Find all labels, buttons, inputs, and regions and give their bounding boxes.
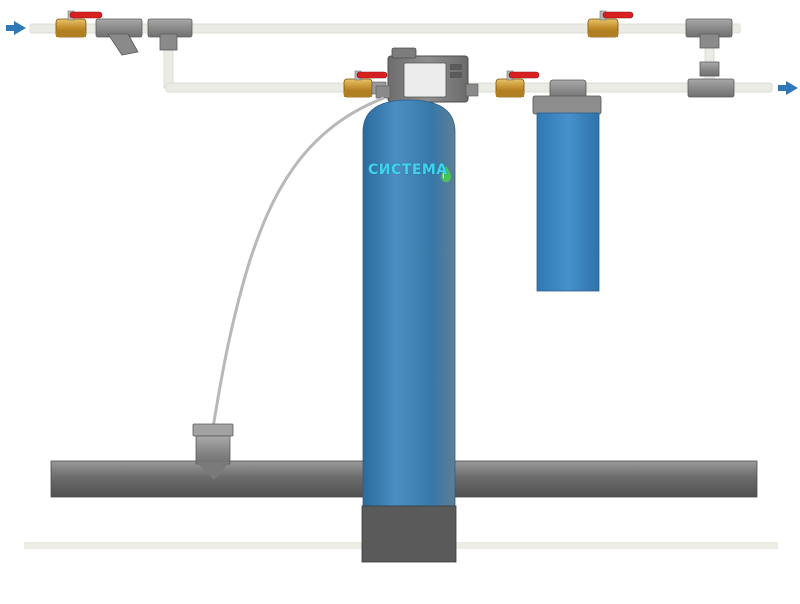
- bypass-ball-valve-icon[interactable]: [587, 10, 634, 38]
- display-screen: [403, 62, 447, 98]
- arrow-right-icon: [6, 21, 26, 35]
- y-strainer-icon: [95, 18, 143, 56]
- tee-fitting-icon: [685, 18, 733, 49]
- arrow-right-icon: [778, 81, 798, 95]
- drain-hose: [211, 96, 385, 429]
- supply-ball-valve-icon[interactable]: [343, 70, 388, 98]
- filter-tank: [361, 99, 457, 563]
- inlet-pipe: [29, 23, 741, 34]
- cartridge-filter-housing: [532, 79, 602, 292]
- inlet-ball-valve-icon[interactable]: [55, 10, 103, 38]
- control-valve-head[interactable]: [375, 47, 479, 103]
- tee-fitting-icon: [147, 18, 193, 51]
- brand-label: СИСТЕМА: [368, 162, 448, 178]
- water-drop-icon: [441, 166, 451, 183]
- coupling-icon: [699, 61, 720, 77]
- tank-base: [361, 505, 457, 563]
- tee-fitting-icon: [687, 78, 735, 98]
- drain-funnel: [192, 423, 234, 480]
- outlet-ball-valve-icon[interactable]: [495, 70, 540, 98]
